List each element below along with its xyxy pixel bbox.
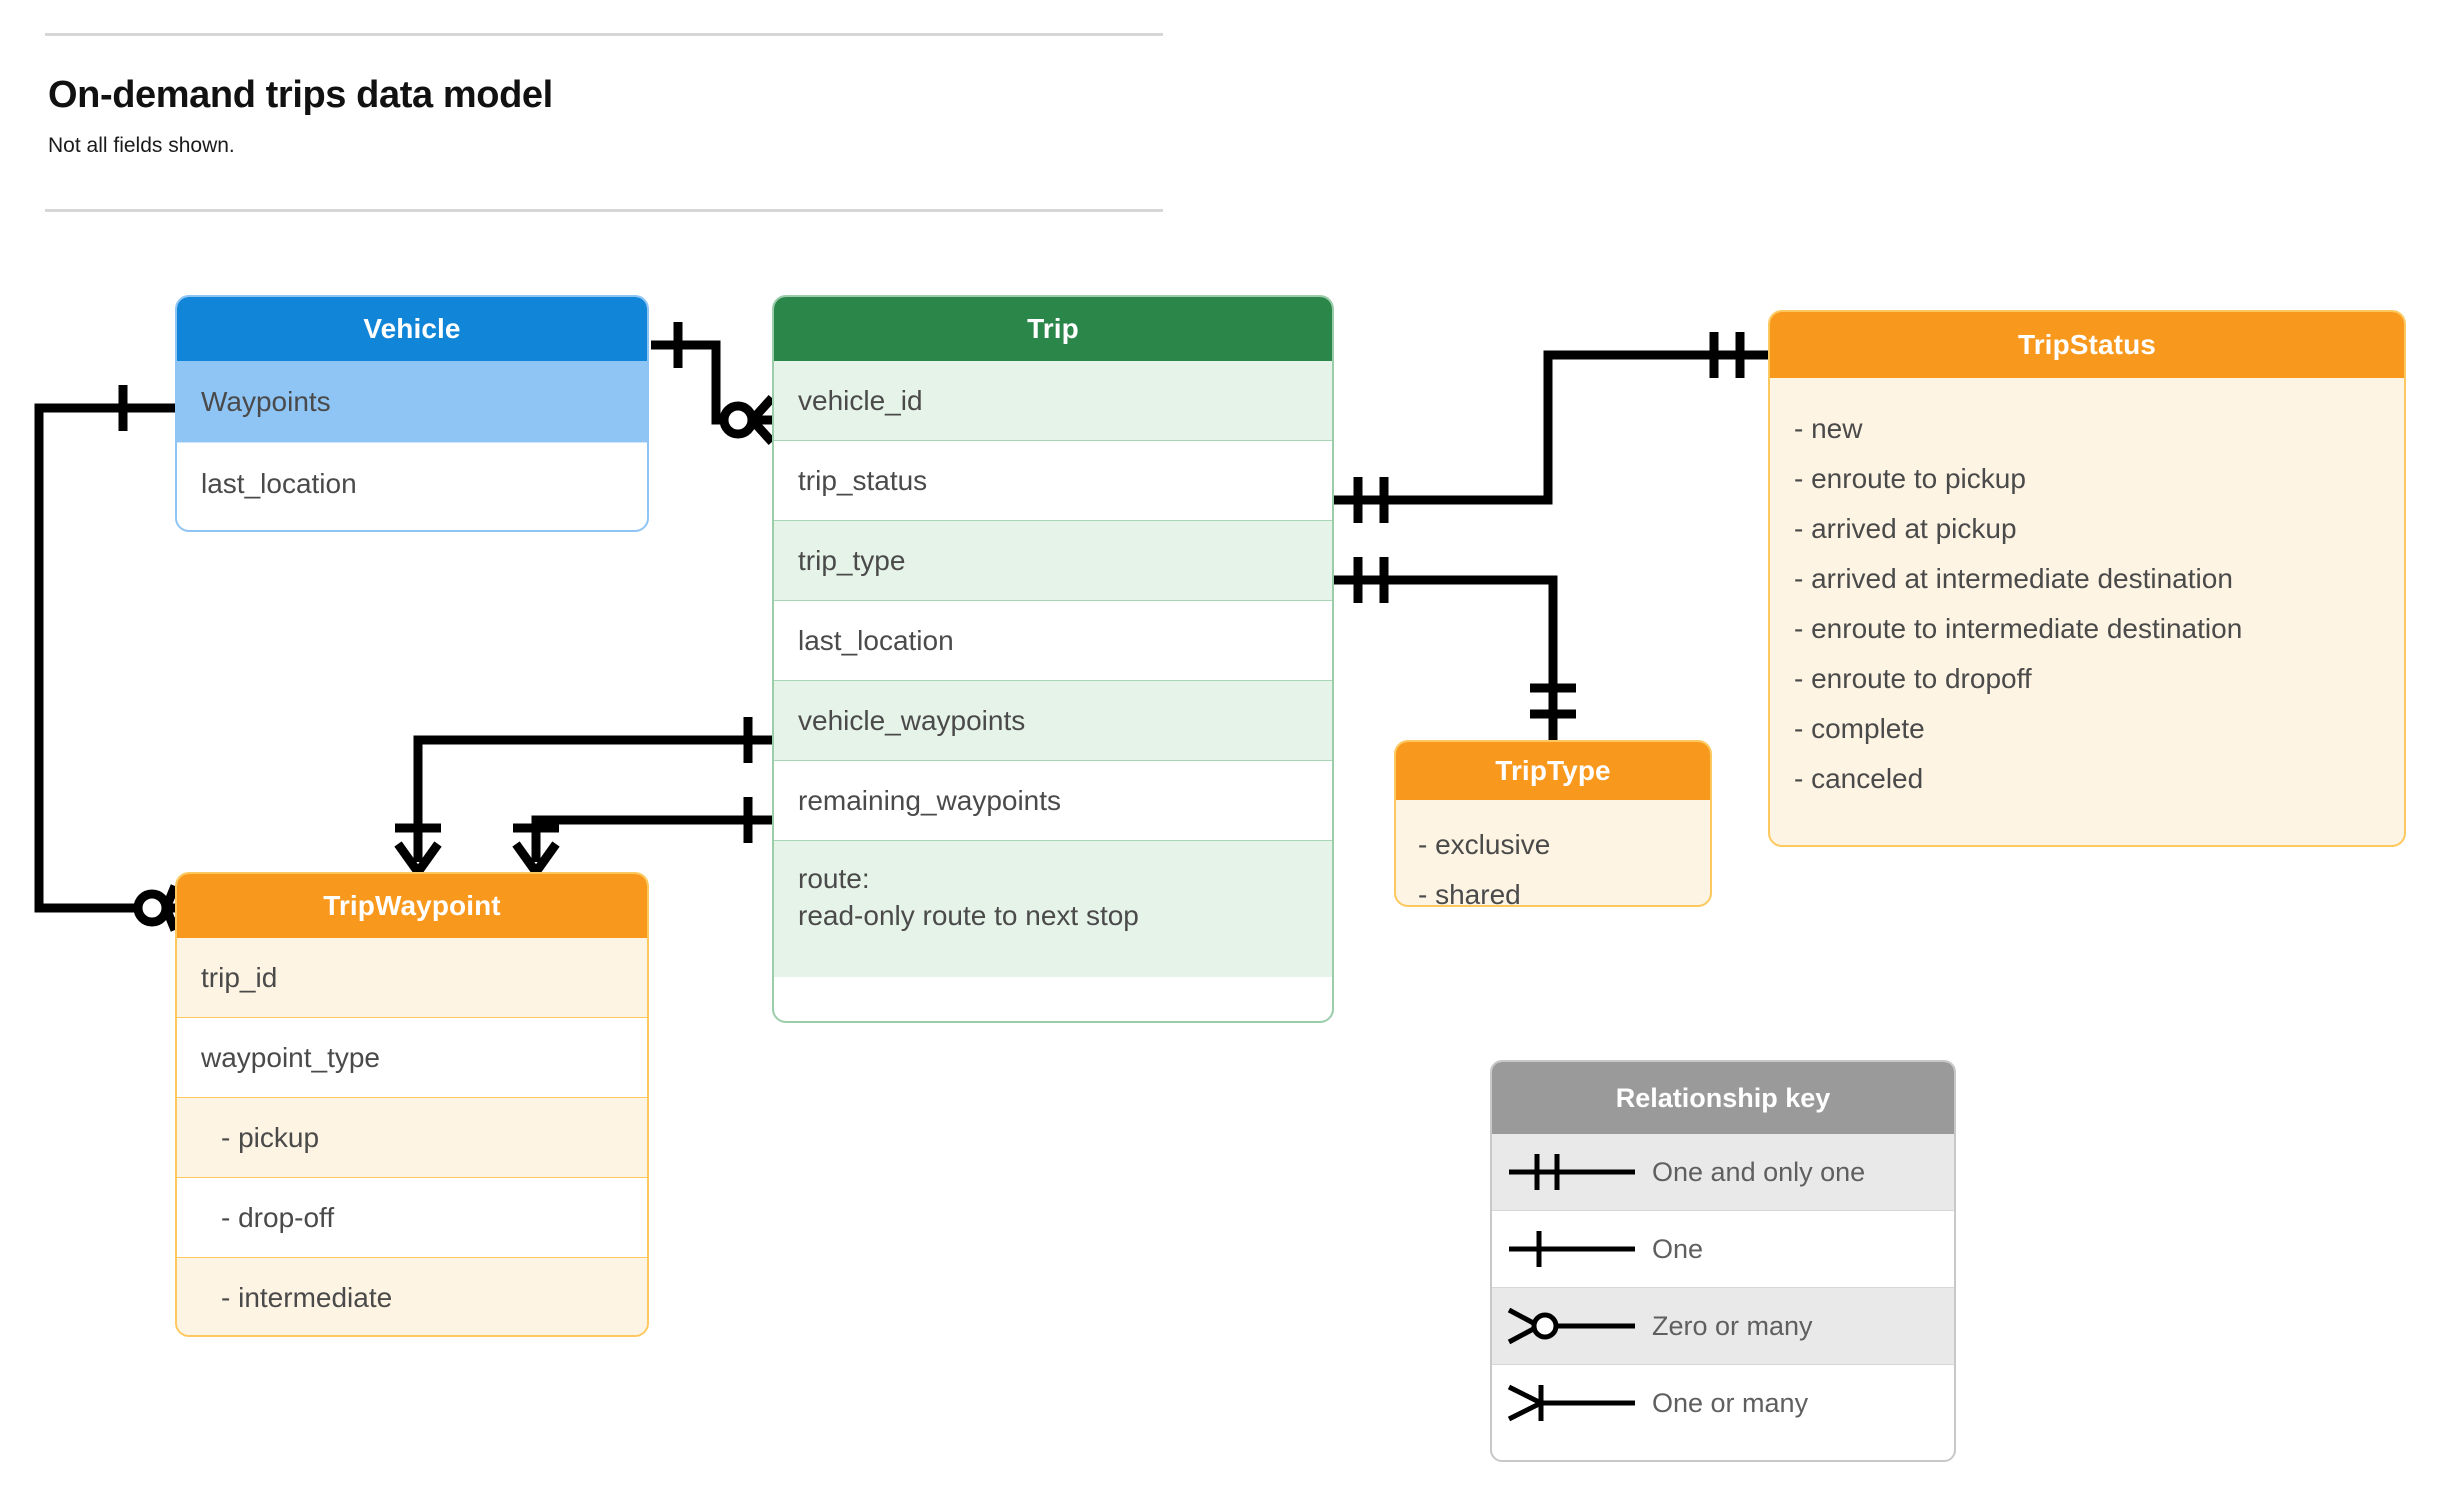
legend-label: Zero or many — [1652, 1310, 1813, 1341]
entity-trip-waypoint[interactable]: TripWaypoint trip_id waypoint_type - pic… — [175, 872, 649, 1337]
entity-trip-type-title: TripType — [1396, 742, 1710, 800]
trip-status-value: - enroute to intermediate destination — [1794, 613, 2243, 644]
trip-type-value: - shared — [1418, 879, 1521, 907]
trip-status-value: - arrived at pickup — [1794, 513, 2017, 544]
entity-vehicle-title: Vehicle — [177, 297, 647, 361]
trip-status-value: - enroute to dropoff — [1794, 663, 2032, 694]
trip-waypoint-value-drop-off: - drop-off — [177, 1178, 647, 1258]
trip-status-value-list: - new - enroute to pickup - arrived at p… — [1770, 378, 2404, 804]
vehicle-field-waypoints[interactable]: Waypoints — [177, 361, 647, 443]
trip-status-value: - canceled — [1794, 763, 1924, 794]
entity-trip-title: Trip — [774, 297, 1332, 361]
relationship-key-title: Relationship key — [1492, 1062, 1954, 1134]
one-icon — [1492, 1221, 1652, 1277]
vehicle-field-last-location[interactable]: last_location — [201, 468, 357, 499]
legend-row-one-or-many: One or many — [1492, 1365, 1954, 1441]
legend-row-one: One — [1492, 1211, 1954, 1288]
trip-type-value: - exclusive — [1418, 829, 1551, 860]
trip-type-value-list: - exclusive - shared — [1396, 800, 1710, 907]
trip-route-description: read-only route to next stop — [798, 899, 1139, 931]
trip-waypoint-field-trip-id[interactable]: trip_id — [177, 938, 647, 1018]
header-divider-top — [45, 33, 1163, 36]
trip-route-label: route: — [798, 863, 870, 894]
trip-field-route[interactable]: route: read-only route to next stop — [774, 841, 1332, 977]
one-and-only-one-icon — [1492, 1144, 1652, 1200]
legend-label: One — [1652, 1233, 1704, 1264]
zero-or-many-icon — [1492, 1298, 1652, 1354]
entity-trip[interactable]: Trip vehicle_id trip_status trip_type la… — [772, 295, 1334, 1023]
trip-field-vehicle-waypoints[interactable]: vehicle_waypoints — [774, 681, 1332, 761]
entity-trip-waypoint-title: TripWaypoint — [177, 874, 647, 938]
header-divider-bottom — [45, 209, 1163, 212]
legend-row-zero-or-many: Zero or many — [1492, 1288, 1954, 1365]
trip-waypoint-value-pickup: - pickup — [177, 1098, 647, 1178]
entity-trip-status-title: TripStatus — [1770, 312, 2404, 378]
trip-waypoint-field-waypoint-type[interactable]: waypoint_type — [177, 1018, 647, 1098]
entity-vehicle[interactable]: Vehicle Waypoints last_location — [175, 295, 649, 532]
trip-status-value: - enroute to pickup — [1794, 463, 2026, 494]
trip-field-trip-status[interactable]: trip_status — [774, 441, 1332, 521]
legend-label: One and only one — [1652, 1156, 1866, 1187]
page-subtitle: Not all fields shown. — [48, 134, 235, 157]
trip-status-value: - complete — [1794, 713, 1925, 744]
entity-trip-status[interactable]: TripStatus - new - enroute to pickup - a… — [1768, 310, 2406, 847]
trip-field-vehicle-id[interactable]: vehicle_id — [774, 361, 1332, 441]
trip-status-value: - arrived at intermediate destination — [1794, 563, 2233, 594]
trip-field-remaining-waypoints[interactable]: remaining_waypoints — [774, 761, 1332, 841]
legend-label: One or many — [1652, 1387, 1809, 1418]
trip-waypoint-value-intermediate: - intermediate — [177, 1258, 647, 1335]
trip-field-trip-type[interactable]: trip_type — [774, 521, 1332, 601]
trip-status-value: - new — [1794, 413, 1863, 444]
one-or-many-icon — [1492, 1375, 1652, 1431]
legend-row-one-and-only-one: One and only one — [1492, 1134, 1954, 1211]
trip-field-last-location[interactable]: last_location — [774, 601, 1332, 681]
relationship-key: Relationship key One and only one — [1490, 1060, 1956, 1462]
page-title: On-demand trips data model — [48, 74, 553, 116]
entity-trip-type[interactable]: TripType - exclusive - shared — [1394, 740, 1712, 907]
